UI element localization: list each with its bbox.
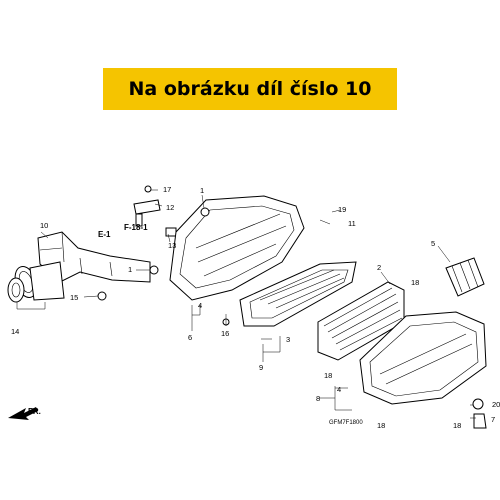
callout-7: 7 [491,415,495,424]
diagram-code: GFM7F1800 [329,420,363,426]
tube-part-5 [445,257,485,297]
callout-2: 2 [377,263,381,272]
callout-18-bottom-right: 18 [453,421,461,430]
callout-19: 19 [338,205,346,214]
drain-clip-part-7 [472,398,487,429]
callout-1-left: 1 [128,265,132,274]
callout-18-mid: 18 [411,278,419,287]
callout-9: 9 [259,363,263,372]
air-cleaner-cover [359,311,487,405]
gasket-part-9 [239,261,357,327]
callout-15: 15 [70,293,78,302]
front-arrow-icon [8,407,38,420]
callout-1-top: 1 [200,186,204,195]
callout-14: 14 [11,327,19,336]
banner-text: Na obrázku díl číslo 10 [128,78,372,100]
leader-lines [16,189,476,419]
callout-4-right: 4 [337,385,341,394]
callout-3: 3 [286,335,290,344]
callout-12: 12 [166,203,174,212]
callout-6: 6 [188,333,192,342]
intake-duct-part-10 [14,231,151,301]
callout-17: 17 [163,185,171,194]
callout-20: 20 [492,400,500,409]
callout-4-left: 4 [198,301,202,310]
hose-clamp [7,277,25,303]
air-cleaner-case [169,195,305,326]
callout-5: 5 [431,239,435,248]
bracket-parts [97,185,177,301]
callout-16: 16 [221,329,229,338]
callout-11: 11 [348,219,356,228]
front-label: FR. [28,407,41,416]
callout-13: 13 [168,241,176,250]
callout-10: 10 [40,221,48,230]
callout-18-bottom: 18 [377,421,385,430]
callout-8: 8 [316,394,320,403]
ref-e1[interactable]: E-1 [98,230,111,239]
part-number-banner: Na obrázku díl číslo 10 [103,68,397,110]
ref-f18[interactable]: F-18-1 [124,223,148,232]
callout-18-low: 18 [324,371,332,380]
